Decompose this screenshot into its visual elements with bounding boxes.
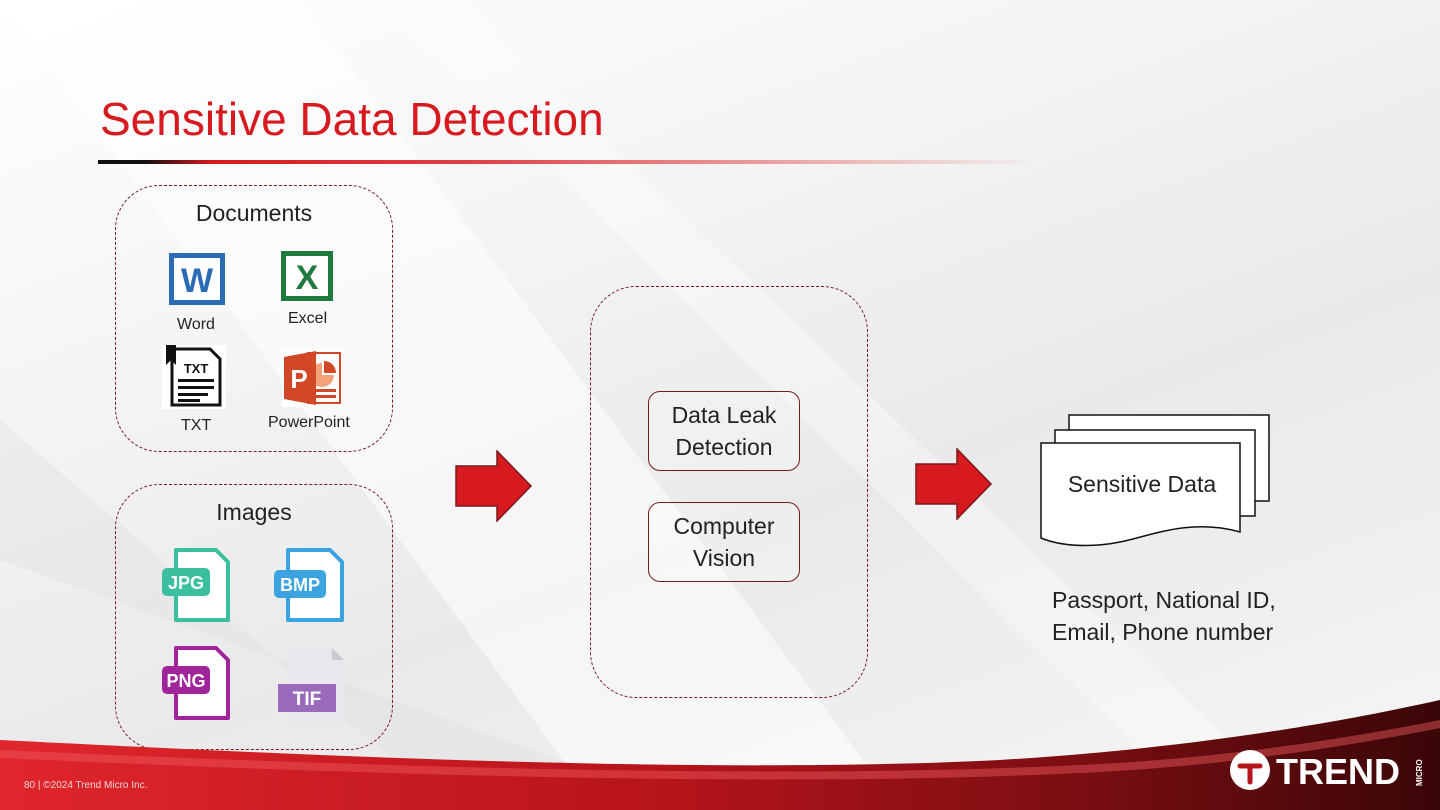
jpg-tag: JPG	[168, 573, 204, 593]
bmp-tag: BMP	[280, 575, 320, 595]
footer-band	[0, 700, 1440, 810]
arrow-to-output	[915, 448, 993, 520]
processing-group	[590, 286, 868, 698]
examples-line-2: Email, Phone number	[1052, 619, 1274, 645]
svg-text:W: W	[181, 262, 214, 300]
png-file-icon: PNG	[162, 646, 230, 720]
data-leak-detection-line2: Detection	[675, 434, 773, 460]
tif-file-icon: TIF	[278, 648, 344, 724]
powerpoint-icon: P	[282, 349, 342, 407]
svg-text:X: X	[296, 259, 319, 297]
svg-text:P: P	[290, 364, 307, 394]
computer-vision-box: Computer Vision	[648, 502, 800, 582]
images-group: Images	[115, 484, 393, 750]
txt-file-icon: TXT	[162, 345, 226, 409]
computer-vision-line1: Computer	[673, 513, 775, 539]
documents-group: Documents	[115, 185, 393, 452]
copyright-text: 80 | ©2024 Trend Micro Inc.	[24, 780, 148, 791]
arrow-to-processing	[455, 450, 533, 522]
svg-text:TXT: TXT	[184, 361, 209, 376]
data-leak-detection-box: Data Leak Detection	[648, 391, 800, 471]
sensitive-data-document-stack	[1040, 414, 1270, 547]
png-tag: PNG	[166, 671, 205, 691]
word-icon: W	[169, 253, 225, 305]
sensitive-data-examples: Passport, National ID, Email, Phone numb…	[1052, 584, 1312, 648]
data-leak-detection-line1: Data Leak	[671, 402, 777, 428]
documents-label: Documents	[195, 200, 313, 226]
sensitive-data-label: Sensitive Data	[1067, 471, 1217, 497]
excel-icon: X	[281, 251, 333, 301]
logo-subtext: MICRO	[1415, 759, 1424, 786]
excel-label: Excel	[288, 310, 328, 327]
tif-tag: TIF	[293, 689, 322, 710]
jpg-file-icon: JPG	[162, 548, 230, 622]
images-label: Images	[216, 499, 292, 525]
page-title: Sensitive Data Detection	[100, 93, 604, 145]
title-underline	[98, 160, 1038, 164]
logo-text: TREND	[1276, 751, 1400, 792]
powerpoint-label: PowerPoint	[268, 414, 350, 431]
bmp-file-icon: BMP	[274, 548, 344, 622]
examples-line-1: Passport, National ID,	[1052, 587, 1276, 613]
trend-micro-logo: TREND MICRO	[1230, 750, 1424, 792]
txt-label: TXT	[181, 417, 212, 434]
word-label: Word	[177, 316, 215, 333]
computer-vision-line2: Vision	[692, 545, 756, 571]
